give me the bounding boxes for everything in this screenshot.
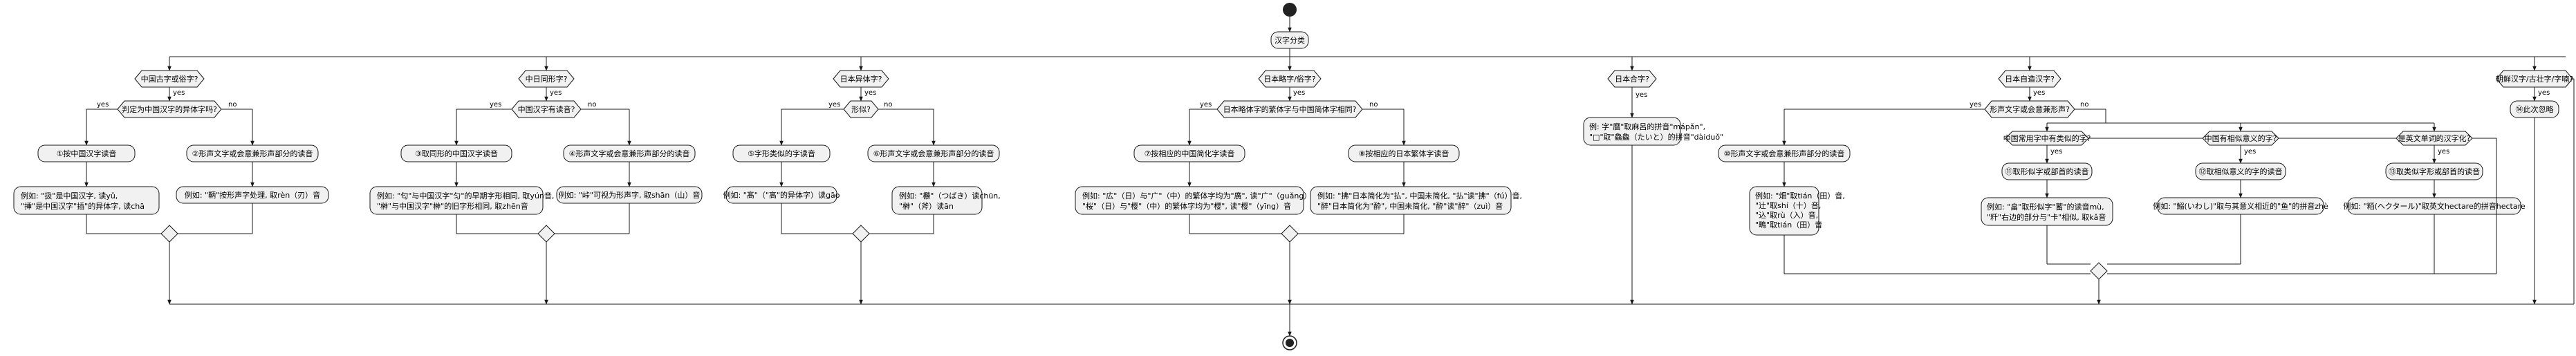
- svg-text:yes: yes: [1200, 101, 1212, 109]
- svg-text:yes: yes: [2050, 148, 2062, 156]
- decision-q4: [1258, 70, 1322, 88]
- svg-text:①按中国汉字读音: ①按中国汉字读音: [57, 149, 117, 158]
- svg-text:④形声文字或会意兼形声部分的读音: ④形声文字或会意兼形声部分的读音: [569, 149, 690, 158]
- box-b6-example: [891, 186, 983, 215]
- svg-text:例如: "匂"与中国汉字"匀"的早期字形相同, 取yún音,: 例如: "匂"与中国汉字"匀"的早期字形相同, 取yún音,: [377, 191, 554, 200]
- svg-text:例如: "広"（日）与"广"（中）的繁体字均为"廣", 读": 例如: "広"（日）与"广"（中）的繁体字均为"廣", 读"广"（guǎng）音…: [1082, 191, 1322, 200]
- svg-text:中日同形字?: 中日同形字?: [526, 74, 568, 84]
- svg-text:"込"取rù（入）音,: "込"取rù（入）音,: [1755, 210, 1818, 220]
- svg-text:"桜"（日）与"樱"（中）的繁体字均为"櫻", 读"樱"（y: "桜"（日）与"樱"（中）的繁体字均为"櫻", 读"樱"（yīng）音: [1082, 201, 1291, 211]
- svg-text:例如: "鞆"按形声字处理, 取rèn（刃）音: 例如: "鞆"按形声字处理, 取rèn（刃）音: [185, 190, 320, 200]
- svg-text:yes: yes: [1293, 89, 1305, 97]
- svg-text:③取同形的中国汉字读音: ③取同形的中国汉字读音: [415, 149, 498, 158]
- svg-text:no: no: [884, 101, 892, 109]
- decision-q6: [1998, 70, 2061, 88]
- svg-text:yes: yes: [828, 101, 840, 109]
- svg-text:no: no: [1369, 101, 1378, 109]
- svg-text:形似?: 形似?: [851, 105, 871, 114]
- svg-text:⑪取形似字或部首的读音: ⑪取形似字或部首的读音: [2005, 167, 2089, 176]
- svg-text:判定为中国汉字的异体字吗?: 判定为中国汉字的异体字吗?: [122, 104, 217, 114]
- svg-text:yes: yes: [2244, 148, 2256, 156]
- svg-text:例如: "鰯(いわし)"取与其意义相近的"鱼"的拼音zhè: 例如: "鰯(いわし)"取与其意义相近的"鱼"的拼音zhè: [2153, 201, 2328, 211]
- svg-text:"醉"日本简化为"酔", 中国未简化, "酔"读"醉"（zu: "醉"日本简化为"酔", 中国未简化, "酔"读"醉"（zuì）音: [1317, 201, 1503, 211]
- svg-text:"榊"与中国汉字"榊"的旧字形相同, 取zhēn音: "榊"与中国汉字"榊"的旧字形相同, 取zhēn音: [377, 201, 528, 211]
- merge-2: [537, 225, 555, 243]
- svg-text:⑥形声文字或会意兼形声部分的读音: ⑥形声文字或会意兼形声部分的读音: [873, 149, 994, 158]
- svg-text:日本异体字?: 日本异体字?: [840, 74, 882, 84]
- svg-text:yes: yes: [864, 89, 876, 97]
- svg-text:例如: "拂"日本简化为"払", 中国未简化, "払"读"拂: 例如: "拂"日本简化为"払", 中国未简化, "払"读"拂"（fú）音,: [1317, 191, 1522, 200]
- svg-text:朝鲜汉字/古壮字/字喃?: 朝鲜汉字/古壮字/字喃?: [2496, 74, 2573, 84]
- svg-text:例如: "髙"（"高"的异体字）读gāo: 例如: "髙"（"高"的异体字）读gāo: [723, 190, 840, 200]
- start-node: [1283, 3, 1297, 17]
- svg-text:no: no: [2080, 101, 2088, 109]
- svg-text:日本略体字的繁体字与中国简体字相同?: 日本略体字的繁体字与中国简体字相同?: [1223, 104, 1357, 114]
- svg-text:no: no: [588, 101, 596, 109]
- decision-q3: [833, 70, 889, 88]
- svg-text:"□"取"鱻鱻（たいと）的拼音"dàiduǒ": "□"取"鱻鱻（たいと）的拼音"dàiduǒ": [1589, 132, 1723, 142]
- svg-text:"挿"是中国汉字"插"的异体字, 读chā: "挿"是中国汉字"插"的异体字, 读chā: [21, 201, 145, 211]
- svg-text:⑫取相似意义的字的读音: ⑫取相似意义的字的读音: [2199, 167, 2283, 176]
- merge-6: [2090, 262, 2108, 280]
- svg-text:⑭此次忽略: ⑭此次忽略: [2516, 104, 2554, 114]
- svg-text:形声文字或会意兼形声?: 形声文字或会意兼形声?: [1990, 104, 2070, 114]
- merge-3: [852, 225, 870, 243]
- svg-text:yes: yes: [173, 89, 185, 97]
- svg-text:⑧按相应的日本繁体字读音: ⑧按相应的日本繁体字读音: [1359, 149, 1449, 158]
- svg-text:yes: yes: [97, 101, 109, 109]
- svg-text:日本略字/俗字?: 日本略字/俗字?: [1263, 74, 1316, 84]
- svg-text:yes: yes: [2438, 148, 2449, 156]
- svg-text:yes: yes: [550, 89, 562, 97]
- svg-text:"鴫"取tián（田）音: "鴫"取tián（田）音: [1755, 220, 1822, 229]
- svg-text:日本自造汉字?: 日本自造汉字?: [2005, 74, 2055, 84]
- svg-text:中国汉字有读音?: 中国汉字有读音?: [518, 104, 575, 114]
- svg-text:"粁"右边的部分与"卡"相似, 取kǎ音: "粁"右边的部分与"卡"相似, 取kǎ音: [1987, 212, 2106, 222]
- merge-1: [160, 225, 178, 243]
- svg-text:例如: "橳"（つばき）读chūn,: 例如: "橳"（つばき）读chūn,: [899, 191, 1001, 200]
- svg-text:例如: "畑"取tián（田）音,: 例如: "畑"取tián（田）音,: [1755, 191, 1845, 200]
- svg-text:⑦按相应的中国简化字读音: ⑦按相应的中国简化字读音: [1145, 149, 1235, 158]
- svg-text:例: 字"麿"取麻呂的拼音"mápǎn",: 例: 字"麿"取麻呂的拼音"mápǎn",: [1589, 122, 1705, 131]
- svg-text:⑩形声文字或会意兼形声部分的读音: ⑩形声文字或会意兼形声部分的读音: [1724, 149, 1845, 158]
- svg-text:日本合字?: 日本合字?: [1615, 74, 1649, 84]
- svg-text:例如: "峠"可视为形声字, 取shān（山）音: 例如: "峠"可视为形声字, 取shān（山）音: [559, 190, 701, 200]
- svg-text:中国常用字中有类似的字?: 中国常用字中有类似的字?: [2003, 133, 2091, 143]
- svg-text:⑬取类似字形或部首的读音: ⑬取类似字形或部首的读音: [2389, 167, 2480, 176]
- svg-text:yes: yes: [2538, 89, 2550, 97]
- svg-text:yes: yes: [1970, 101, 1981, 109]
- svg-text:中国有相似意义的字?: 中国有相似意义的字?: [2205, 133, 2277, 143]
- box-b8-example: [1310, 186, 1512, 215]
- svg-text:"榊"（斧）读ān: "榊"（斧）读ān: [899, 201, 954, 211]
- svg-text:例如: "扱"是中国汉字, 读yǔ,: 例如: "扱"是中国汉字, 读yǔ,: [21, 191, 118, 200]
- decision-q5: [1607, 70, 1657, 88]
- merge-4: [1281, 225, 1299, 243]
- decision-q2: [518, 70, 575, 88]
- svg-text:例如: "畠"取形似字"蓄"的读音mù,: 例如: "畠"取形似字"蓄"的读音mù,: [1987, 202, 2104, 212]
- svg-text:yes: yes: [490, 101, 501, 109]
- svg-text:⑤字形类似的字读音: ⑤字形类似的字读音: [748, 149, 815, 158]
- svg-text:是英文单词的汉字化?: 是英文单词的汉字化?: [2398, 133, 2471, 143]
- svg-text:yes: yes: [2033, 89, 2045, 97]
- svg-text:no: no: [228, 101, 237, 109]
- svg-text:②形声文字或会意兼形声部分的读音: ②形声文字或会意兼形声部分的读音: [192, 149, 313, 158]
- svg-text:yes: yes: [1636, 91, 1647, 99]
- svg-text:"辻"取shí（十）音,: "辻"取shí（十）音,: [1755, 200, 1821, 210]
- svg-text:例如: "粨(ヘクタール)"取英文hectare的拼音hec: 例如: "粨(ヘクタール)"取英文hectare的拼音hectare: [2343, 201, 2525, 211]
- svg-text:汉字分类: 汉字分类: [1275, 35, 1305, 45]
- svg-text:中国古字或俗字?: 中国古字或俗字?: [141, 74, 198, 84]
- decision-q1: [134, 70, 205, 88]
